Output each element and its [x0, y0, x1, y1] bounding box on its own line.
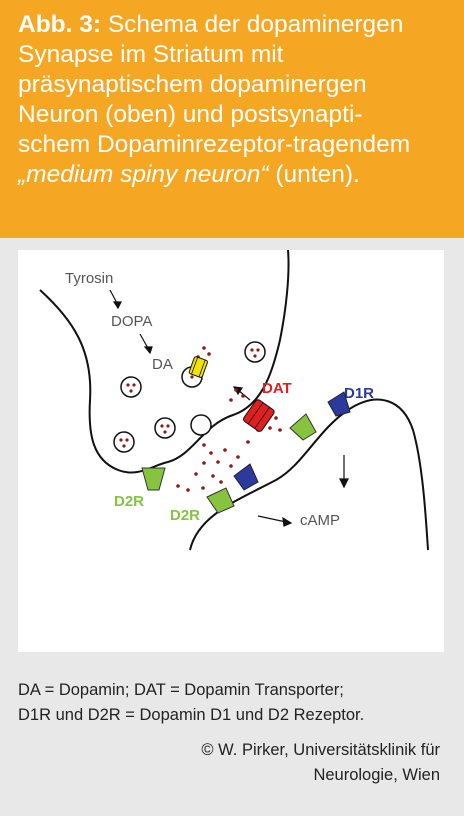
- d1r-receptor-2: [327, 391, 351, 417]
- figure-label: Abb. 3:: [18, 11, 102, 38]
- abbreviation-caption: DA = Dopamin; DAT = Dopamin Transporter;…: [18, 681, 365, 724]
- dat-transporter: [243, 399, 275, 432]
- label-dopa: DOPA: [111, 313, 152, 330]
- synapse-diagram: Tyrosin DOPA DA DAT D1R D2R D2R cAMP: [18, 249, 444, 652]
- d1r-receptor-1: [233, 463, 259, 491]
- d2r-receptor-postsynaptic-2: [289, 413, 317, 441]
- pathway-arrows: [109, 289, 349, 527]
- d2r-receptor-presynaptic: [141, 467, 166, 491]
- image-credit: © W. Pirker, Universitätsklinik für Neur…: [201, 741, 440, 784]
- label-da: DA: [152, 356, 173, 373]
- label-dat: DAT: [262, 380, 292, 397]
- synapse-svg: Tyrosin DOPA DA DAT D1R D2R D2R cAMP: [39, 249, 429, 551]
- title-banner: Abb. 3: Schema der dopaminergen Synapse …: [0, 0, 464, 238]
- label-tyrosin: Tyrosin: [65, 270, 113, 287]
- presynaptic-membrane: [39, 249, 290, 474]
- d2r-receptor-postsynaptic-1: [206, 487, 235, 514]
- figure-title: Abb. 3: Schema der dopaminergen Synapse …: [18, 11, 411, 188]
- vesicular-transporter: [188, 356, 208, 378]
- label-d2r-left: D2R: [114, 493, 144, 510]
- vesicle-dopamine: [119, 348, 260, 448]
- label-d2r-right: D2R: [170, 507, 200, 524]
- label-d1r: D1R: [344, 385, 374, 402]
- label-camp: cAMP: [300, 512, 340, 529]
